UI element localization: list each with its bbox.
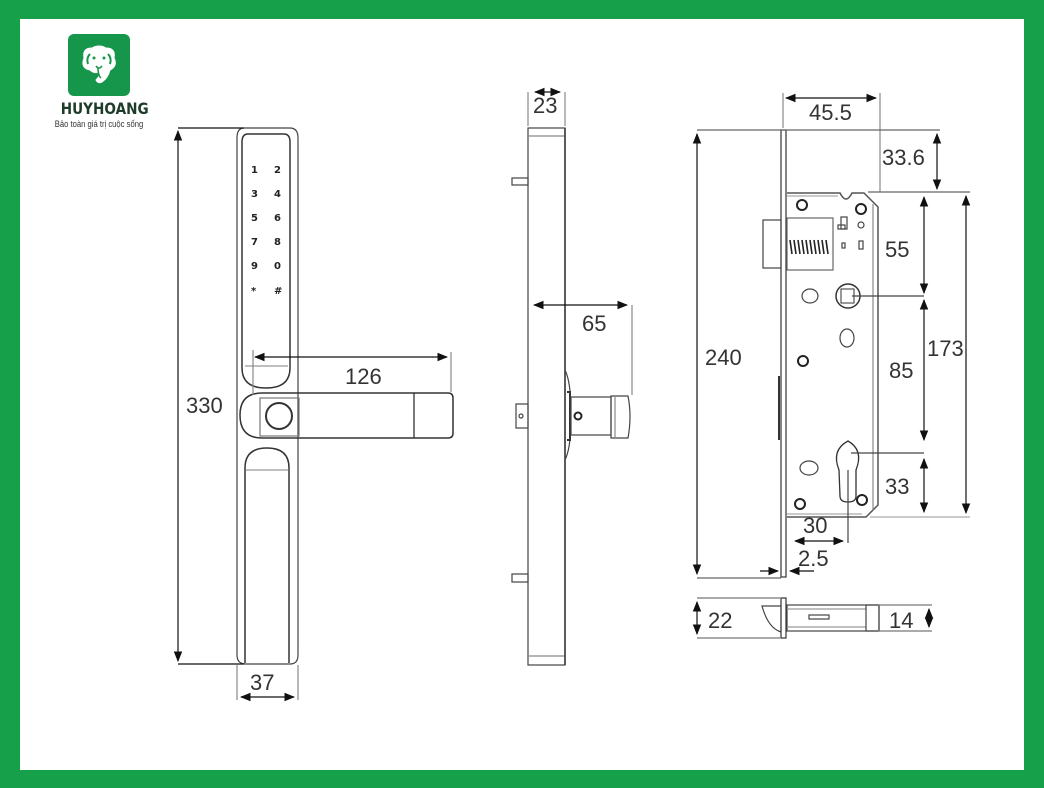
key-star: * bbox=[251, 286, 257, 297]
side-plate-outline bbox=[527, 127, 566, 666]
mortise-top-view bbox=[692, 597, 934, 639]
faceplate bbox=[780, 129, 787, 578]
mortise-view bbox=[762, 129, 879, 578]
side-dimensions bbox=[527, 87, 633, 395]
keypad: 1 2 3 4 5 6 7 8 9 0 * # bbox=[251, 165, 282, 297]
front-dimensions bbox=[173, 127, 452, 702]
dim-33-6: 33.6 bbox=[882, 145, 925, 170]
key-2: 2 bbox=[274, 165, 281, 176]
brand-name: HUYHOANG bbox=[60, 99, 149, 118]
lever-handle bbox=[262, 392, 454, 439]
mortise-dimensions bbox=[692, 93, 971, 579]
key-4: 4 bbox=[274, 189, 281, 200]
brand-logo: HUYHOANG Bảo toàn giá trị cuộc sống bbox=[54, 34, 149, 129]
dim-330: 330 bbox=[186, 393, 223, 418]
side-view bbox=[511, 127, 631, 666]
dim-23: 23 bbox=[533, 93, 557, 118]
key-3: 3 bbox=[251, 189, 258, 200]
dim-33: 33 bbox=[885, 474, 909, 499]
key-0: 0 bbox=[274, 261, 281, 272]
key-6: 6 bbox=[274, 213, 281, 224]
spring bbox=[789, 239, 829, 255]
latch-bolt bbox=[762, 219, 782, 269]
dim-85: 85 bbox=[889, 358, 913, 383]
dim-22: 22 bbox=[708, 608, 732, 633]
elephant-icon bbox=[68, 34, 130, 96]
key-7: 7 bbox=[251, 237, 258, 248]
mount-tab bbox=[515, 403, 529, 429]
key-9: 9 bbox=[251, 261, 258, 272]
dim-55: 55 bbox=[885, 237, 909, 262]
dim-65: 65 bbox=[582, 311, 606, 336]
cylinder-cutout bbox=[835, 440, 860, 503]
handle-spindle bbox=[570, 396, 612, 436]
handle-end bbox=[610, 395, 631, 439]
brand-tagline: Bảo toàn giá trị cuộc sống bbox=[54, 119, 144, 129]
key-8: 8 bbox=[274, 237, 281, 248]
dim-173: 173 bbox=[927, 336, 964, 361]
front-view bbox=[236, 127, 454, 665]
dim-126: 126 bbox=[345, 364, 382, 389]
front-plate-outline bbox=[236, 127, 299, 665]
mount-pin-top bbox=[511, 177, 529, 186]
dim-240: 240 bbox=[705, 345, 742, 370]
dim-14: 14 bbox=[889, 608, 913, 633]
keypad-housing bbox=[241, 133, 291, 389]
key-5: 5 bbox=[251, 213, 258, 224]
lock-body bbox=[787, 192, 879, 518]
key-hash: # bbox=[274, 286, 282, 297]
dim-2-5: 2.5 bbox=[798, 546, 829, 571]
dim-45-5: 45.5 bbox=[809, 100, 852, 125]
technical-drawing: 1 2 3 4 5 6 7 8 9 0 * # 330 126 37 bbox=[173, 87, 971, 702]
dim-37: 37 bbox=[250, 670, 274, 695]
key-1: 1 bbox=[251, 165, 258, 176]
dim-30: 30 bbox=[803, 513, 827, 538]
drawing-canvas: HUYHOANG Bảo toàn giá trị cuộc sống bbox=[20, 19, 1024, 770]
mount-pin-bottom bbox=[511, 573, 529, 583]
lower-cover bbox=[244, 447, 290, 663]
